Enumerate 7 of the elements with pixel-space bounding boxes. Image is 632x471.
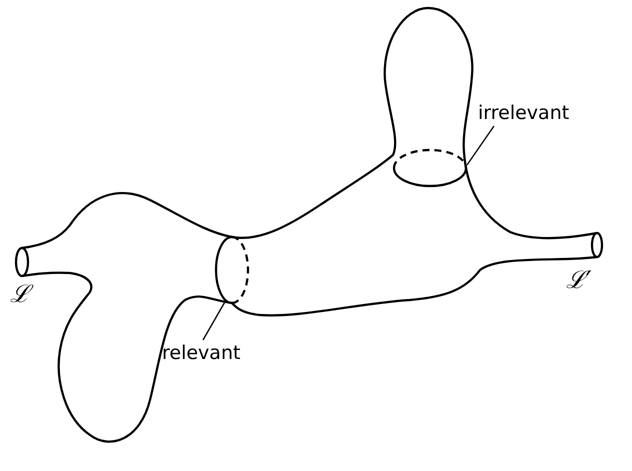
part-label: relevant [162, 344, 240, 363]
cross-section-ellipse [214, 236, 250, 304]
end-symbol: ℒ′ [566, 268, 592, 292]
cross-section-ellipse [392, 148, 468, 188]
leader-line [202, 300, 227, 340]
part-label: irrelevant [478, 104, 570, 123]
leader-line [466, 126, 495, 166]
